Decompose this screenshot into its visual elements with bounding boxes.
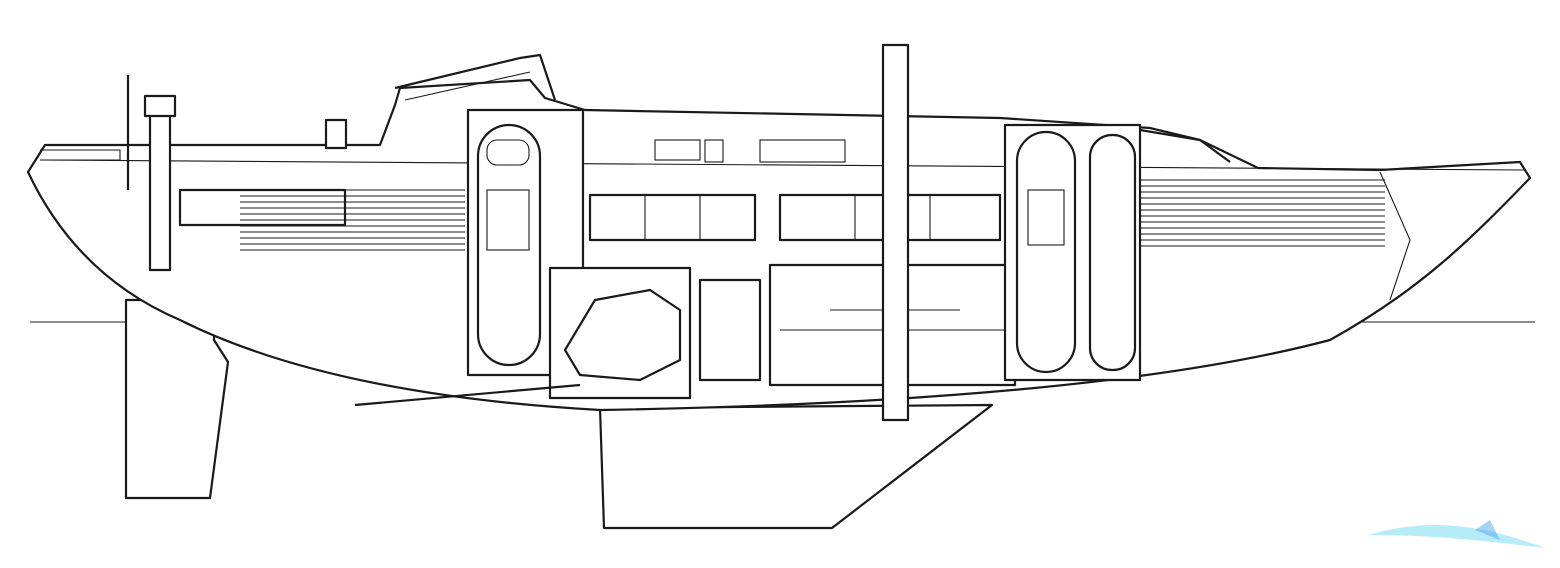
cabin-trunk — [394, 53, 1231, 163]
quarter-berth-stripes — [240, 189, 465, 251]
mast — [881, 43, 910, 422]
engine — [354, 266, 762, 407]
v-berth-stripes — [1140, 179, 1385, 247]
forward-bulkheads — [1003, 123, 1142, 382]
watermark-logo — [1368, 520, 1545, 548]
hull — [26, 78, 1532, 412]
keel — [598, 403, 994, 530]
